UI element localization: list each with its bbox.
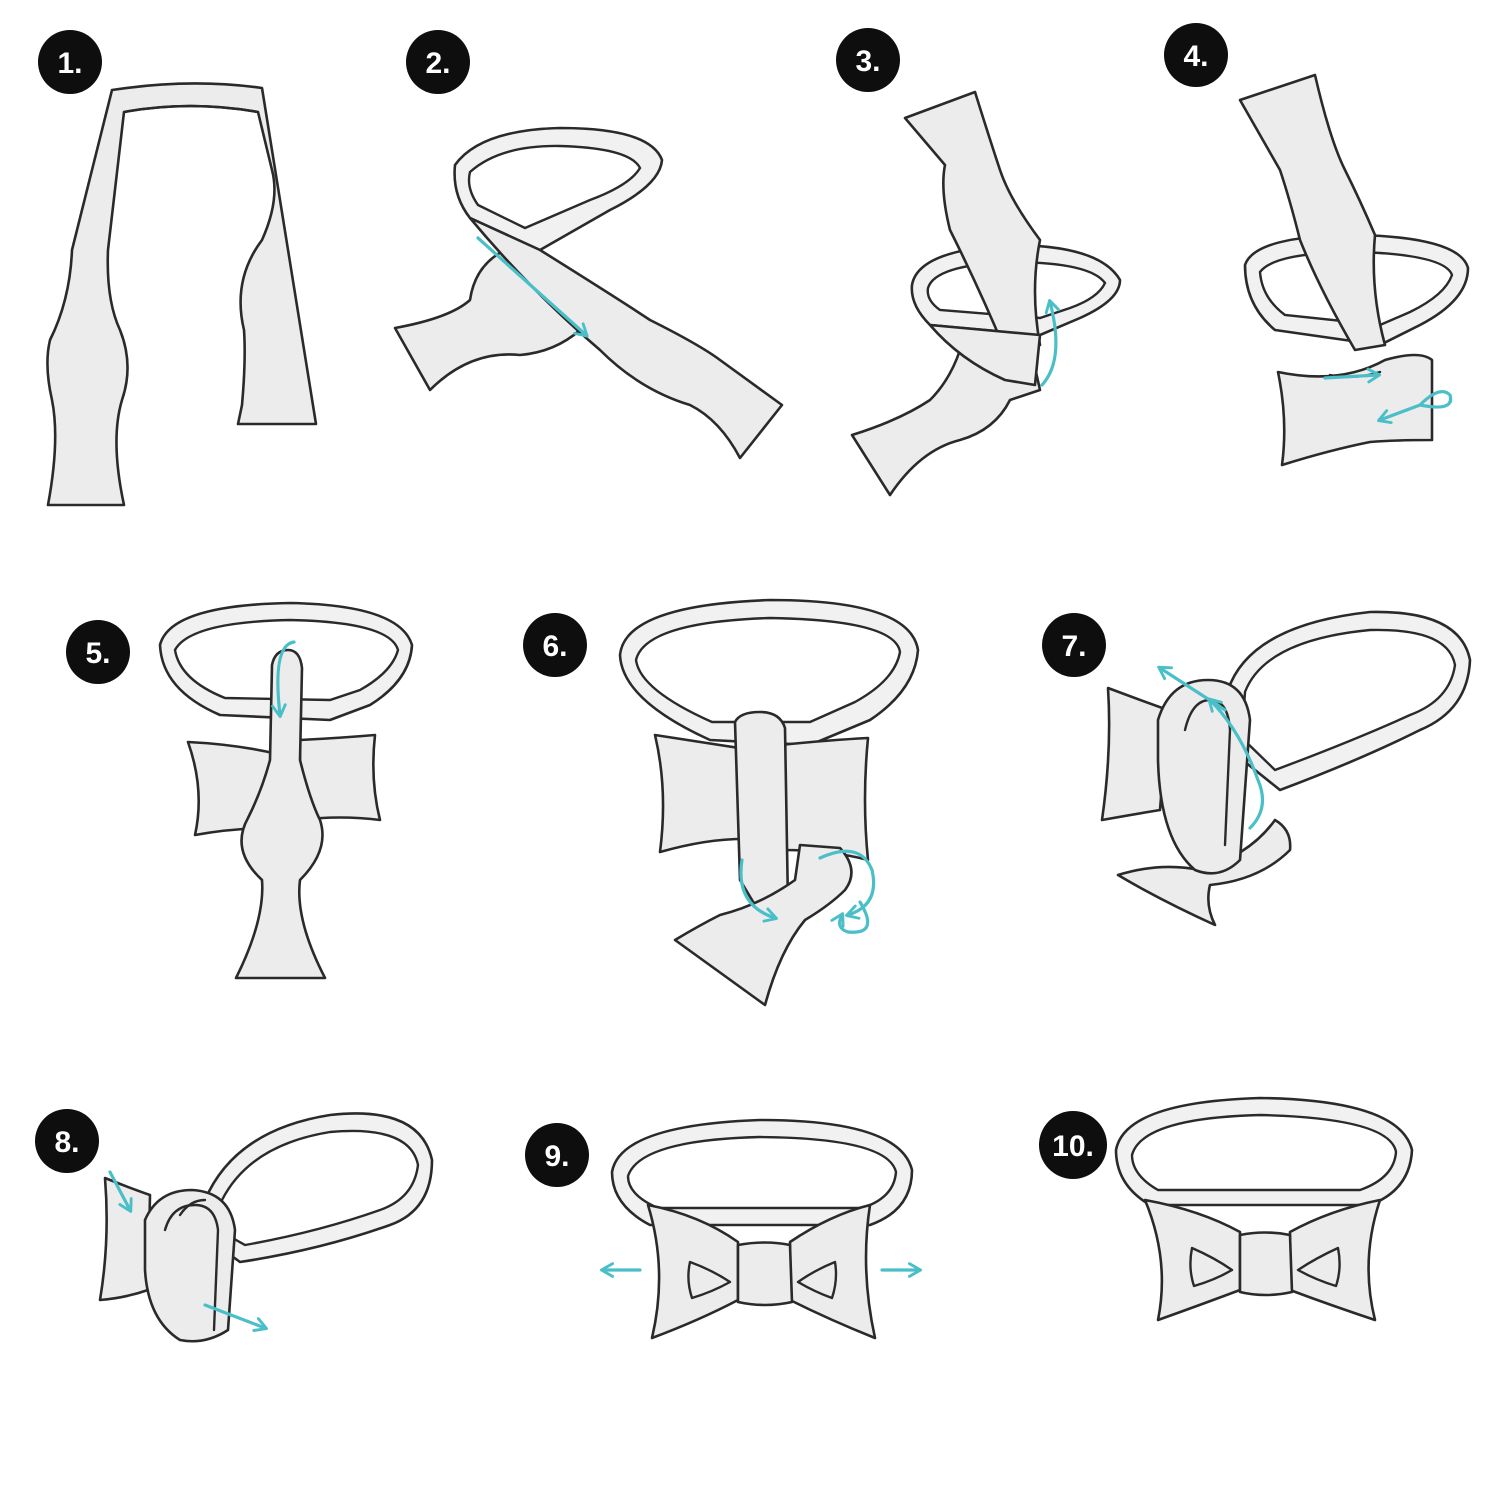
step-10-number: 10. <box>1052 1130 1094 1163</box>
step-3-illustration <box>850 90 1122 497</box>
step-4-badge: 4. <box>1164 23 1228 87</box>
step-2-badge: 2. <box>406 30 470 94</box>
step-10-illustration <box>1114 1096 1414 1322</box>
step-4-number: 4. <box>1183 40 1208 73</box>
step-9-badge: 9. <box>525 1123 589 1187</box>
step-1-illustration <box>46 82 318 507</box>
step-3-badge: 3. <box>836 28 900 92</box>
step-6-illustration <box>618 598 920 1007</box>
step-7-badge: 7. <box>1042 613 1106 677</box>
step-8-illustration <box>98 1112 434 1343</box>
step-6-number: 6. <box>542 630 567 663</box>
step-3-number: 3. <box>855 45 880 78</box>
step-9-illustration <box>599 1118 923 1340</box>
step-2-number: 2. <box>425 47 450 80</box>
step-9-number: 9. <box>544 1140 569 1173</box>
step-5-number: 5. <box>85 637 110 670</box>
step-10-badge: 10. <box>1039 1111 1107 1179</box>
step-5-illustration <box>158 601 414 980</box>
step-1-badge: 1. <box>38 30 102 94</box>
step-7-number: 7. <box>1061 630 1086 663</box>
step-4-illustration <box>1238 73 1470 467</box>
step-5-badge: 5. <box>66 620 130 684</box>
step-8-number: 8. <box>54 1126 79 1159</box>
step-2-illustration <box>393 126 784 460</box>
step-1-number: 1. <box>57 47 82 80</box>
step-8-badge: 8. <box>35 1109 99 1173</box>
step-6-badge: 6. <box>523 613 587 677</box>
step-7-illustration <box>1100 610 1472 927</box>
